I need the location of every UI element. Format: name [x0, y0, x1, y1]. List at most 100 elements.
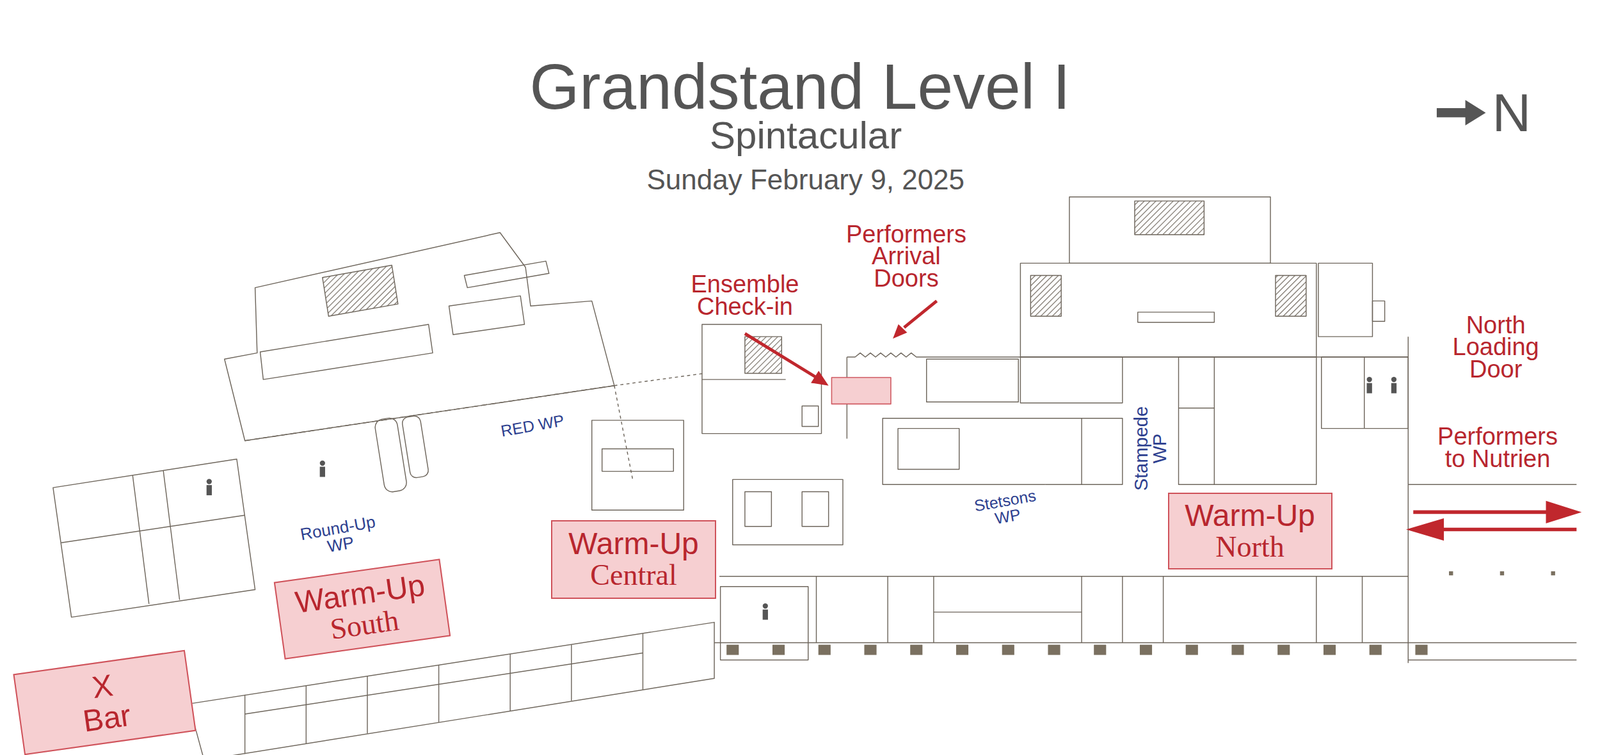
plan-line — [1465, 99, 1487, 126]
plan-line — [53, 458, 256, 617]
plan-line — [602, 449, 674, 472]
plan-line — [1002, 645, 1015, 656]
plan-line — [592, 420, 684, 511]
area-name: South — [328, 605, 401, 646]
map-title: Grandstand Level I — [529, 54, 1071, 119]
plan-line — [1080, 576, 1082, 644]
date-text: Sunday February 9, 2025 — [647, 164, 966, 196]
plan-line — [1162, 576, 1164, 644]
plan-line — [897, 428, 960, 470]
plan-line — [810, 371, 829, 386]
plan-line — [1361, 576, 1363, 644]
plan-line — [702, 378, 786, 380]
plan-line — [320, 460, 326, 466]
plan-line — [260, 324, 433, 380]
plan-line — [1391, 376, 1397, 383]
plan-line — [1214, 357, 1215, 485]
plan-line — [720, 586, 809, 661]
area-label: RED WP — [496, 410, 568, 442]
plan-line — [1500, 571, 1504, 576]
plan-line — [206, 478, 212, 484]
plan-line — [1178, 357, 1317, 485]
plan-line — [864, 645, 877, 656]
callout-arrows — [744, 300, 1582, 541]
plan-line — [224, 232, 615, 441]
plan-line — [61, 515, 246, 543]
warm-up-area: Warm-UpSouth — [273, 558, 451, 660]
plan-line — [1391, 376, 1397, 394]
plan-line — [206, 478, 212, 496]
plan-line — [1318, 263, 1373, 337]
plan-line — [245, 385, 615, 441]
plan-line — [732, 479, 843, 545]
plan-line — [801, 406, 819, 427]
plan-line — [1275, 275, 1307, 317]
plan-line — [816, 576, 817, 644]
posts — [726, 571, 1556, 656]
plan-line — [882, 418, 1123, 486]
plan-line — [1372, 300, 1385, 322]
callout-label: Ensemble Check-in — [681, 272, 809, 319]
plan-line — [762, 603, 768, 609]
plan-line — [401, 415, 429, 479]
plan-line — [1047, 645, 1060, 656]
plan-line — [1391, 383, 1397, 394]
plan-line — [509, 654, 511, 712]
plan-line — [320, 466, 326, 477]
plan-line — [305, 685, 307, 744]
plan-line — [702, 324, 822, 434]
plan-line — [933, 611, 1082, 613]
plan-line — [956, 645, 969, 656]
area-name: North — [1215, 531, 1284, 563]
plan-line — [245, 652, 644, 715]
plan-line — [744, 492, 772, 527]
area-label: Round-Up WP — [292, 511, 386, 561]
plan-line — [887, 576, 888, 644]
plan-line — [449, 295, 525, 335]
plan-line — [188, 622, 715, 755]
north-indicator: N — [1492, 83, 1532, 143]
plan-line — [1185, 645, 1199, 656]
callout-label: Performers Arrival Doors — [843, 222, 969, 292]
plan-line — [801, 492, 829, 527]
plan-line — [1069, 197, 1271, 264]
plan-line — [1367, 383, 1373, 394]
warm-up-area: Warm-UpCentral — [551, 520, 717, 600]
area-name: Central — [590, 560, 677, 591]
plan-line — [1134, 200, 1204, 235]
plan-line — [1080, 418, 1082, 486]
plan-line — [1369, 645, 1382, 656]
plan-line — [163, 470, 180, 600]
plan-line — [1367, 376, 1373, 394]
plan-line — [1020, 263, 1316, 358]
plan-line — [322, 265, 399, 317]
plan-line — [1315, 576, 1317, 644]
plan-line — [642, 633, 644, 690]
plan-line — [772, 645, 785, 656]
plan-line — [1020, 357, 1122, 404]
plan-line — [1277, 645, 1290, 656]
plan-line — [570, 645, 572, 702]
plan-line — [726, 645, 739, 656]
plan-line — [1363, 357, 1365, 429]
plan-line — [762, 609, 768, 621]
central-section — [592, 324, 843, 661]
plan-line — [892, 324, 907, 340]
plan-line — [1121, 576, 1123, 644]
north-section — [714, 197, 1577, 664]
plan-line — [1321, 357, 1409, 429]
plan-line — [744, 333, 817, 378]
plan-line — [614, 385, 633, 480]
plan-line — [366, 676, 368, 734]
plan-line — [714, 576, 1577, 644]
plan-line — [1139, 645, 1152, 656]
plan-line — [1408, 336, 1409, 664]
plan-line — [933, 576, 934, 644]
plan-line — [1436, 108, 1468, 118]
person-icons — [206, 376, 1397, 621]
area-label: Stetsons WP — [961, 485, 1051, 533]
plan-group — [53, 99, 1582, 755]
plan-line — [1137, 312, 1215, 323]
callout-label: Performers to Nutrien — [1428, 424, 1568, 472]
